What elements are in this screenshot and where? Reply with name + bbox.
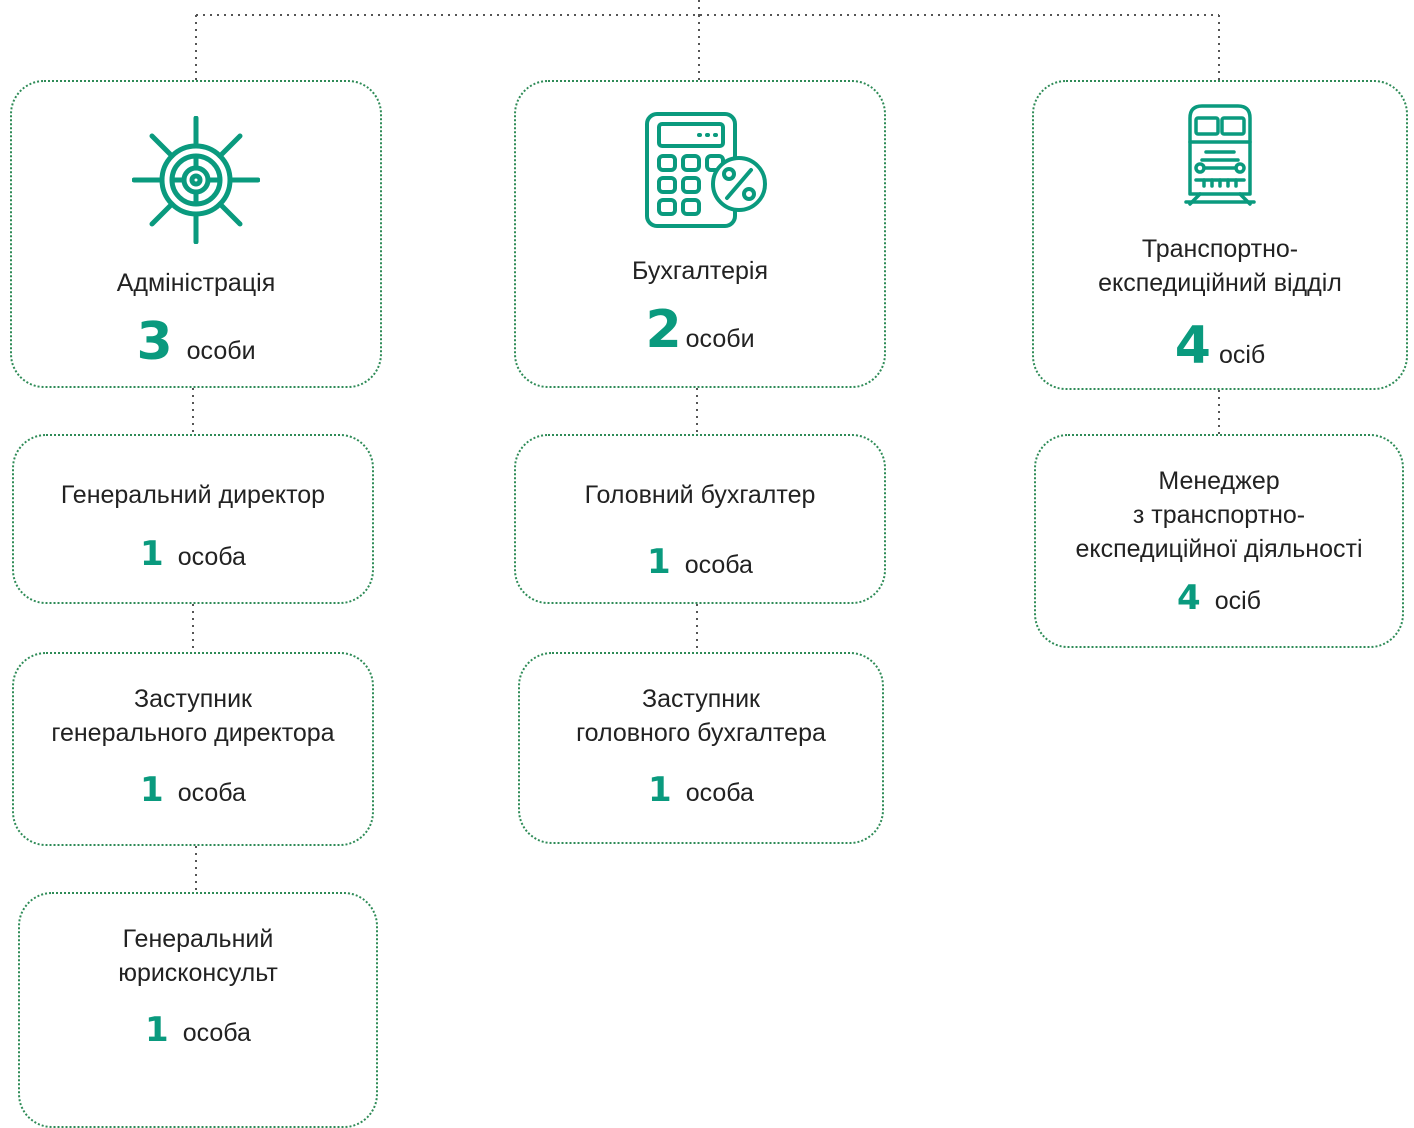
headcount-unit: особи (186, 337, 256, 365)
position-headcount: 1 особа (647, 542, 753, 582)
position-title: Головний бухгалтер (584, 481, 816, 509)
headcount-number: 1 (647, 542, 671, 582)
headcount-unit: осіб (1214, 587, 1261, 615)
position-headcount: 1 особа (648, 770, 754, 810)
position-box-general-director: Генеральний директор 1 особа (12, 434, 374, 604)
position-title-line: Заступник (134, 685, 252, 713)
position-title-line: головного бухгалтера (576, 719, 826, 747)
headcount-unit: особа (684, 551, 753, 579)
ship-wheel-icon (132, 116, 260, 244)
position-title-line: генерального директора (51, 719, 335, 747)
department-headcount: 4 осіб (1175, 316, 1265, 376)
headcount-unit: особа (685, 779, 754, 807)
department-title: Адміністрація (116, 269, 276, 297)
headcount-number: 1 (648, 770, 672, 810)
department-box-accounting: Бухгалтерія 2 особи (514, 80, 886, 388)
position-headcount: 1 особа (145, 1010, 251, 1050)
position-title-line: Заступник (642, 685, 760, 713)
position-box-chief-accountant: Головний бухгалтер 1 особа (514, 434, 886, 604)
department-headcount: 3 особи (136, 312, 255, 372)
headcount-number: 4 (1177, 578, 1201, 618)
headcount-unit: особа (177, 543, 246, 571)
headcount-number: 1 (140, 770, 164, 810)
position-box-deputy-chief-accountant: Заступник головного бухгалтера 1 особа (518, 652, 884, 844)
position-title-line: Менеджер (1158, 467, 1280, 495)
department-box-transport: Транспортно- експедиційний відділ 4 осіб (1032, 80, 1408, 390)
position-box-deputy-director: Заступник генерального директора 1 особа (12, 652, 374, 846)
headcount-number: 2 (645, 300, 682, 360)
headcount-number: 1 (140, 534, 164, 574)
position-title-line: юрисконсульт (118, 959, 278, 987)
department-title: Бухгалтерія (632, 257, 768, 285)
position-box-forwarding-manager: Менеджер з транспортно- експедиційної ді… (1034, 434, 1404, 648)
headcount-unit: осіб (1218, 341, 1266, 369)
headcount-number: 4 (1174, 316, 1211, 376)
position-title-line: з транспортно- (1132, 501, 1306, 529)
position-headcount: 1 особа (140, 534, 246, 574)
headcount-unit: особа (177, 779, 246, 807)
headcount-number: 1 (145, 1010, 169, 1050)
position-title: Генеральний директор (60, 481, 326, 509)
position-title-line: Генеральний (122, 925, 274, 953)
position-headcount: 1 особа (140, 770, 246, 810)
position-box-legal-counsel: Генеральний юрисконсульт 1 особа (18, 892, 378, 1128)
headcount-unit: особа (182, 1019, 251, 1047)
train-icon (1184, 104, 1256, 206)
headcount-number: 3 (136, 312, 173, 372)
department-title-line: експедиційний відділ (1098, 269, 1342, 297)
department-box-administration: Адміністрація 3 особи (10, 80, 382, 388)
department-headcount: 2 особи (645, 300, 754, 360)
calculator-percent-icon (645, 112, 767, 228)
department-title-line: Транспортно- (1141, 235, 1299, 263)
headcount-unit: особи (685, 325, 755, 353)
position-title-line: експедиційної діяльності (1075, 535, 1363, 563)
position-headcount: 4 осіб (1177, 578, 1261, 618)
